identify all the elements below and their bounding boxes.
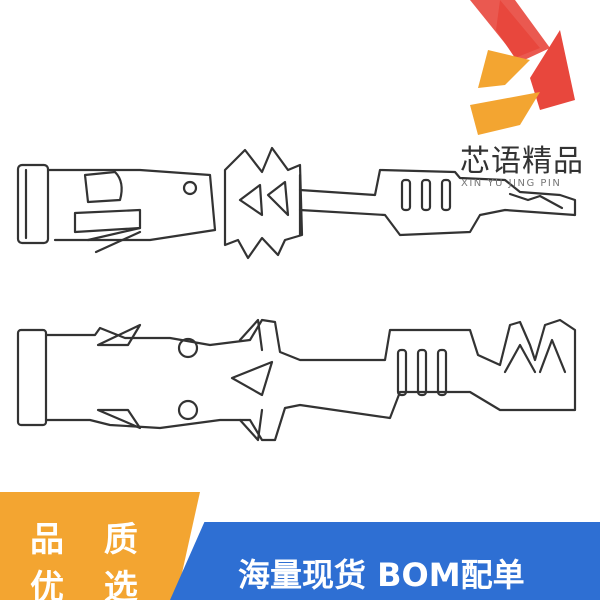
terminal-top-view <box>16 146 577 260</box>
banner-orange-panel <box>0 492 200 600</box>
terminal-side-view <box>16 318 577 442</box>
logo-mark-icon <box>470 0 575 135</box>
banner-slogan: 海量现货 BOM配单 <box>238 556 525 594</box>
logo-name: 芯语精品 <box>460 144 584 179</box>
banner-blue-panel <box>170 522 600 600</box>
logo-pinyin: XIN YU JING PIN <box>461 178 562 189</box>
quality-line-2: 优 选 <box>30 568 152 608</box>
quality-line-1: 品 质 <box>30 520 152 560</box>
